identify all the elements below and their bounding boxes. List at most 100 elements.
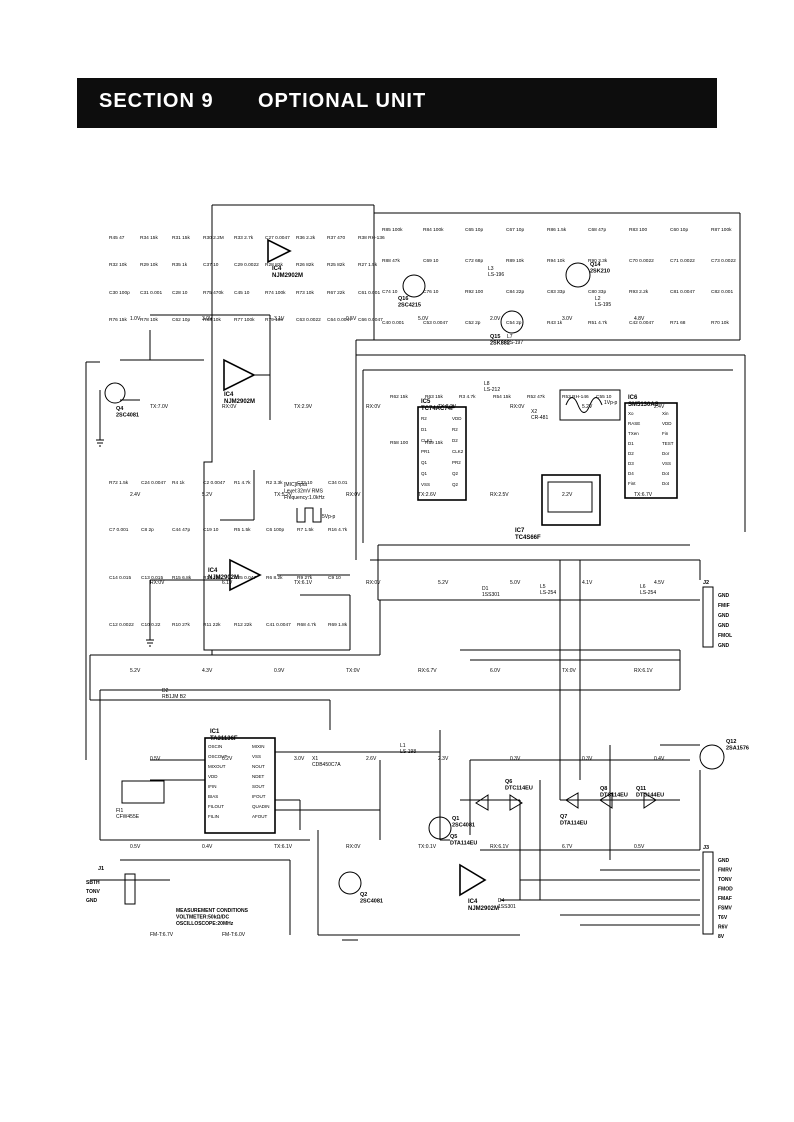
voltage-label: TX:6.1V bbox=[294, 580, 313, 586]
component-label: R94 10k bbox=[547, 258, 565, 264]
component-label: R11 22k bbox=[203, 622, 221, 628]
ic6-pin: D2 bbox=[628, 451, 634, 456]
component-label: C55 10 bbox=[596, 394, 612, 400]
component-label: C2 0.0047 bbox=[203, 480, 225, 486]
component-label: R63 15k bbox=[425, 394, 443, 400]
component-label: R9 27k bbox=[297, 575, 313, 581]
j3-pin: FMRV bbox=[718, 868, 733, 874]
component-label: R69 1.8k bbox=[328, 622, 348, 628]
voltage-label: RX:0V bbox=[510, 404, 525, 410]
component-label: R52 47k bbox=[527, 394, 545, 400]
ic5-pin: R2 bbox=[421, 416, 427, 421]
ic5-pin: Q1 bbox=[421, 471, 428, 476]
component-label: C10 0.22 bbox=[141, 622, 161, 628]
part-value: LS-197 bbox=[507, 340, 523, 346]
component-label: R53 RH-146 bbox=[562, 394, 589, 400]
component-label: R62 15k bbox=[390, 394, 408, 400]
transistor-part: 2SC4081 bbox=[360, 899, 383, 905]
component-label: R10 27k bbox=[172, 622, 190, 628]
transistor-ref: Q16 bbox=[398, 296, 408, 302]
voltage-label: 0.3V bbox=[582, 756, 593, 762]
ic5-pin: R2 bbox=[452, 427, 458, 432]
component-label: R78 10k bbox=[140, 317, 158, 323]
ic1-pin: OSCIN bbox=[208, 744, 222, 749]
component-label: C40 0.001 bbox=[382, 320, 404, 326]
voltage-label: TX:2.2V bbox=[438, 404, 457, 410]
component-label: C28 10 bbox=[172, 290, 188, 296]
ic1-pin: VSS bbox=[252, 754, 261, 759]
ic5-pin: VSS bbox=[421, 482, 430, 487]
component-label: R6 8.2k bbox=[266, 575, 283, 581]
voltage-label: 0.5V bbox=[634, 844, 645, 850]
voltage-label: 2.4V bbox=[130, 492, 141, 498]
component-label: R76 15k bbox=[109, 317, 127, 323]
voltage-label: TX:2.9V bbox=[294, 404, 313, 410]
ic-ref: IC4 bbox=[208, 568, 218, 574]
component-label: C70 0.0022 bbox=[629, 258, 654, 264]
part-ref: L5 bbox=[540, 584, 546, 590]
part-ref: L2 bbox=[595, 296, 601, 302]
ic-ref: IC4 bbox=[224, 392, 234, 398]
ic1-pin: SOUT bbox=[252, 784, 265, 789]
component-label: C80 33p bbox=[588, 289, 606, 295]
waveform-amplitude: 5Vp-p bbox=[322, 514, 336, 520]
voltage-label: TX:6.7V bbox=[634, 492, 653, 498]
voltage-label: TX:0V bbox=[346, 668, 361, 674]
voltage-label: RX:6.7V bbox=[418, 668, 437, 674]
ic1-pin: IFIN bbox=[208, 784, 217, 789]
ic6-pin: VSS bbox=[662, 461, 671, 466]
component-label: C53 0.0047 bbox=[423, 320, 448, 326]
component-label: R37 470 bbox=[327, 235, 345, 241]
connector-ref: J2 bbox=[703, 580, 709, 586]
voltage-label: 0.4V bbox=[654, 756, 665, 762]
voltage-label: 5.2V bbox=[582, 404, 593, 410]
voltage-label: TX:2.6V bbox=[418, 492, 437, 498]
component-label: R72 1.5k bbox=[109, 480, 129, 486]
transistor-part: DTC114EU bbox=[505, 786, 533, 792]
component-label: C37 10 bbox=[203, 262, 219, 268]
part-ref: L6 bbox=[640, 584, 646, 590]
ic-part: NJM2902M bbox=[224, 399, 255, 405]
waveform-amplitude: 1Vp-p bbox=[604, 400, 618, 406]
voltage-label: TX:7.0V bbox=[150, 404, 169, 410]
voltage-label: 4.8V bbox=[634, 316, 645, 322]
ic1-pin: MIXIN bbox=[252, 744, 265, 749]
voltage-label: 4.3V bbox=[202, 668, 213, 674]
transistor-ref: Q12 bbox=[726, 739, 736, 745]
component-label: R16 4.7k bbox=[328, 527, 348, 533]
component-label: R45 47 bbox=[109, 235, 125, 241]
voltage-label: 4.1V bbox=[582, 580, 593, 586]
component-label: C54 2p bbox=[506, 320, 522, 326]
part-value: CR-481 bbox=[531, 415, 548, 421]
voltage-label: 2.3V bbox=[438, 756, 449, 762]
diode-ref: D1 bbox=[482, 586, 489, 592]
component-label: R87 100k bbox=[711, 227, 732, 233]
ic6-pin: TEST bbox=[662, 441, 674, 446]
component-label: R30 2.2M bbox=[203, 235, 224, 241]
component-label: C19 10 bbox=[203, 527, 219, 533]
component-label: C82 0.001 bbox=[711, 289, 733, 295]
transistor-ref: Q6 bbox=[505, 779, 512, 785]
ic5-pin: D1 bbox=[421, 427, 427, 432]
voltage-label: 4.5V bbox=[654, 580, 665, 586]
ic6-pin: RASE bbox=[628, 421, 640, 426]
voltage-label: TX:6.1V bbox=[274, 844, 293, 850]
transistor-part: DTA114EU bbox=[560, 821, 587, 827]
ic5-pin: D2 bbox=[452, 438, 458, 443]
voltage-label: TX:0.1V bbox=[418, 844, 437, 850]
component-label: R70 10k bbox=[711, 320, 729, 326]
part-value: LS-254 bbox=[540, 590, 556, 596]
diode-part: RB1JM B2 bbox=[162, 694, 186, 700]
ic-part: TC4S66F bbox=[515, 535, 541, 541]
voltage-label: 5.2V bbox=[202, 492, 213, 498]
component-label: C61 0.001 bbox=[358, 290, 380, 296]
component-label: C84 22p bbox=[506, 289, 524, 295]
ic1-pin: VDD bbox=[208, 774, 218, 779]
component-label: R43 1k bbox=[547, 320, 563, 326]
component-label: C68 47p bbox=[588, 227, 606, 233]
component-label: R29 10k bbox=[140, 262, 158, 268]
ic1-pin: FILIN bbox=[208, 814, 219, 819]
ic6-pin: Dot bbox=[662, 471, 670, 476]
part-ref: L8 bbox=[484, 381, 490, 387]
connector-ref: J1 bbox=[98, 866, 104, 872]
